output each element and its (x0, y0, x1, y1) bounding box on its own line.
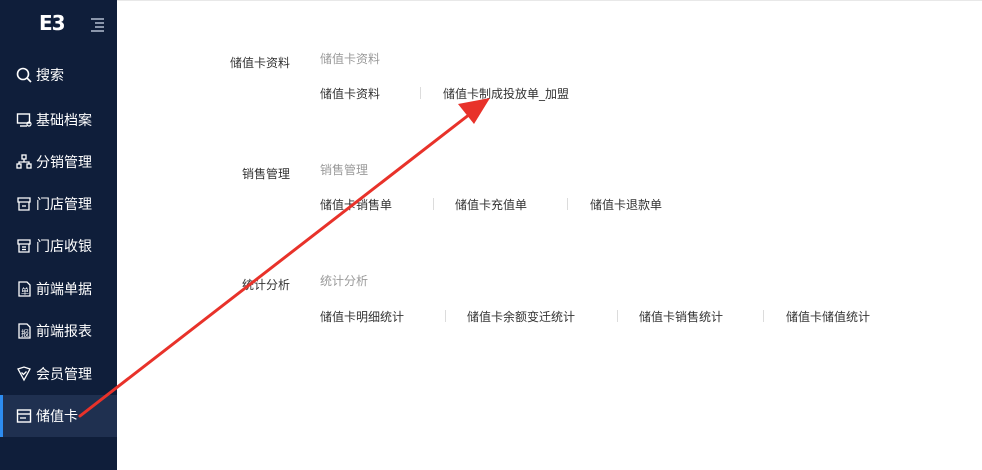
report-icon: 报 (18, 323, 31, 339)
sidebar-item-store-management[interactable]: 门店管理 (0, 183, 117, 225)
sidebar-item-frontend-reports[interactable]: 报 前端报表 (0, 310, 117, 352)
link-card-recharge-order[interactable]: 储值卡充值单 (455, 198, 528, 212)
group-title-card-info: 储值卡资料 (320, 52, 381, 66)
sidebar-item-label: 基础档案 (36, 113, 92, 129)
link-separator (420, 87, 421, 99)
link-separator (433, 198, 434, 210)
document-icon: 单 (18, 281, 31, 297)
group-title-statistics: 统计分析 (320, 274, 369, 288)
card-icon (16, 409, 32, 423)
link-card-sales-order[interactable]: 储值卡销售单 (320, 198, 393, 212)
link-separator (617, 310, 618, 322)
sidebar-item-distribution[interactable]: 分销管理 (0, 141, 117, 183)
link-card-issue-order-franchise[interactable]: 储值卡制成投放单_加盟 (443, 87, 570, 101)
link-card-detail-stats[interactable]: 储值卡明细统计 (320, 310, 405, 324)
sidebar-item-label: 前端单据 (36, 282, 92, 298)
link-card-stored-value-stats[interactable]: 储值卡储值统计 (786, 310, 871, 324)
link-separator (567, 198, 568, 210)
sidebar-item-basic-archive[interactable]: 基础档案 (0, 99, 117, 141)
sidebar-item-frontend-documents[interactable]: 单 前端单据 (0, 268, 117, 310)
link-card-refund-order[interactable]: 储值卡退款单 (590, 198, 663, 212)
sidebar-item-label: 门店管理 (36, 197, 92, 213)
link-separator (445, 310, 446, 322)
group-title-sales-management: 销售管理 (320, 163, 369, 177)
sidebar: E3 搜索 基础档案 分销管理 门店管理 门店收银 单 前端单据 报 前端报表 … (0, 0, 117, 470)
link-card-sales-stats[interactable]: 储值卡销售统计 (639, 310, 724, 324)
header-divider (117, 0, 982, 1)
sidebar-item-label: 储值卡 (36, 409, 78, 425)
section-label-sales-management: 销售管理 (241, 167, 290, 181)
monitor-icon (16, 113, 32, 127)
sidebar-item-member-management[interactable]: 会员管理 (0, 353, 117, 395)
section-label-statistics: 统计分析 (241, 278, 290, 292)
sidebar-item-store-cashier[interactable]: 门店收银 (0, 225, 117, 267)
cashier-icon (17, 239, 31, 253)
store-icon (17, 197, 31, 211)
svg-text:单: 单 (21, 286, 29, 296)
section-label-card-info: 储值卡资料 (229, 56, 290, 70)
sidebar-item-search[interactable]: 搜索 (0, 54, 117, 96)
svg-text:报: 报 (21, 328, 29, 338)
search-icon (16, 67, 32, 83)
hierarchy-icon (16, 154, 32, 169)
sidebar-item-label: 门店收银 (36, 239, 92, 255)
link-separator (763, 310, 764, 322)
menu-collapse-icon[interactable] (91, 17, 104, 32)
app-logo[interactable]: E3 (39, 11, 66, 35)
link-card-info[interactable]: 储值卡资料 (320, 87, 381, 101)
sidebar-item-label: 会员管理 (36, 367, 92, 383)
sidebar-item-label: 搜索 (36, 68, 64, 84)
sidebar-item-label: 前端报表 (36, 324, 92, 340)
member-badge-icon (17, 366, 31, 382)
sidebar-item-label: 分销管理 (36, 155, 92, 171)
sidebar-item-stored-value-card[interactable]: 储值卡 (0, 395, 117, 437)
link-card-balance-change-stats[interactable]: 储值卡余额变迁统计 (467, 310, 576, 324)
